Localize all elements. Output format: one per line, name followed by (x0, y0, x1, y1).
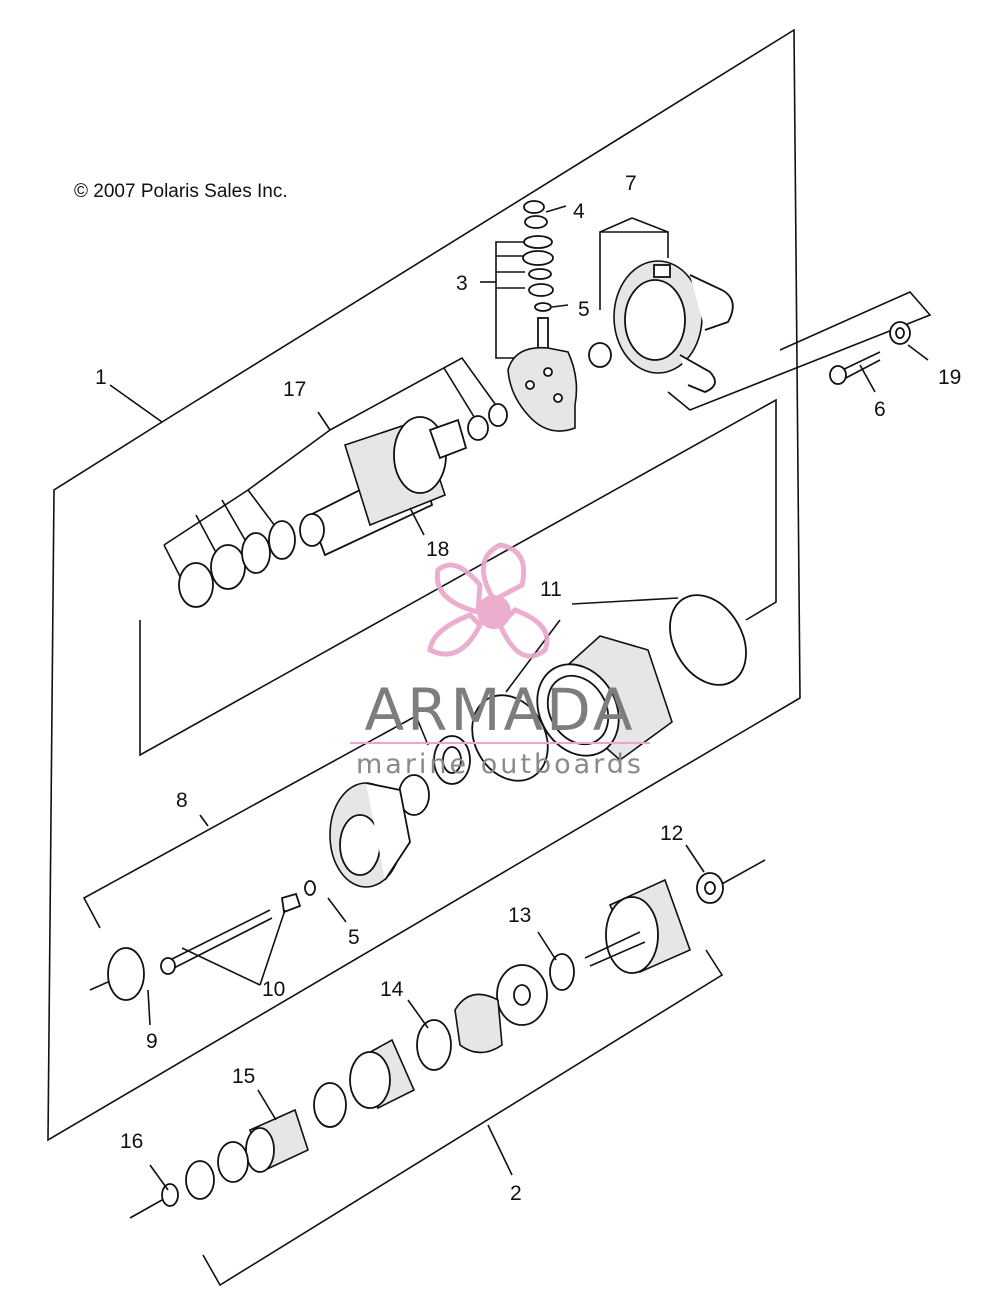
callout-2: 2 (510, 1182, 522, 1205)
callout-11: 11 (540, 578, 562, 601)
callout-17: 17 (283, 378, 306, 401)
drive-bracket (202, 949, 724, 1287)
end-housing-part (588, 217, 734, 393)
callout-5-top: 5 (578, 298, 590, 321)
callout-13: 13 (508, 904, 531, 927)
callout-19: 19 (938, 366, 961, 389)
callout-7: 7 (625, 172, 637, 195)
copyright-text: © 2007 Polaris Sales Inc. (74, 181, 288, 202)
callout-8: 8 (176, 789, 188, 812)
bolt-bracket (667, 291, 932, 411)
callout-5-bottom: 5 (348, 926, 360, 949)
assembly-outline (47, 28, 801, 1142)
drive-group (129, 859, 766, 1219)
armature-bracket (139, 398, 777, 757)
callout-10: 10 (262, 978, 285, 1001)
watermark-propeller-logo (427, 542, 550, 659)
field-frame-group (471, 594, 747, 782)
callout-18: 18 (426, 538, 449, 561)
end-cover-bracket (82, 714, 429, 929)
through-bolt-group (89, 880, 316, 1001)
brush-plate-group (480, 200, 578, 432)
callout-1: 1 (95, 366, 107, 389)
callout-12: 12 (660, 822, 683, 845)
callout-16: 16 (120, 1130, 143, 1153)
watermark-brand: ARMADA (364, 676, 635, 744)
callout-4: 4 (573, 200, 585, 223)
leader-lines (109, 344, 929, 1191)
end-cover-group (329, 735, 471, 888)
armature-group (163, 356, 508, 608)
watermark-tagline: marine outboards (356, 749, 644, 780)
callout-14: 14 (380, 978, 404, 1001)
callout-3: 3 (456, 272, 468, 295)
callout-15: 15 (232, 1065, 255, 1088)
callout-9: 9 (146, 1030, 158, 1053)
bolt-and-washer-parts (829, 321, 911, 385)
callout-labels: 1 2 3 4 5 5 6 7 8 9 10 11 12 13 14 15 16… (95, 172, 961, 1205)
watermark: ARMADA marine outboards (350, 542, 650, 780)
callout-6: 6 (874, 398, 886, 421)
